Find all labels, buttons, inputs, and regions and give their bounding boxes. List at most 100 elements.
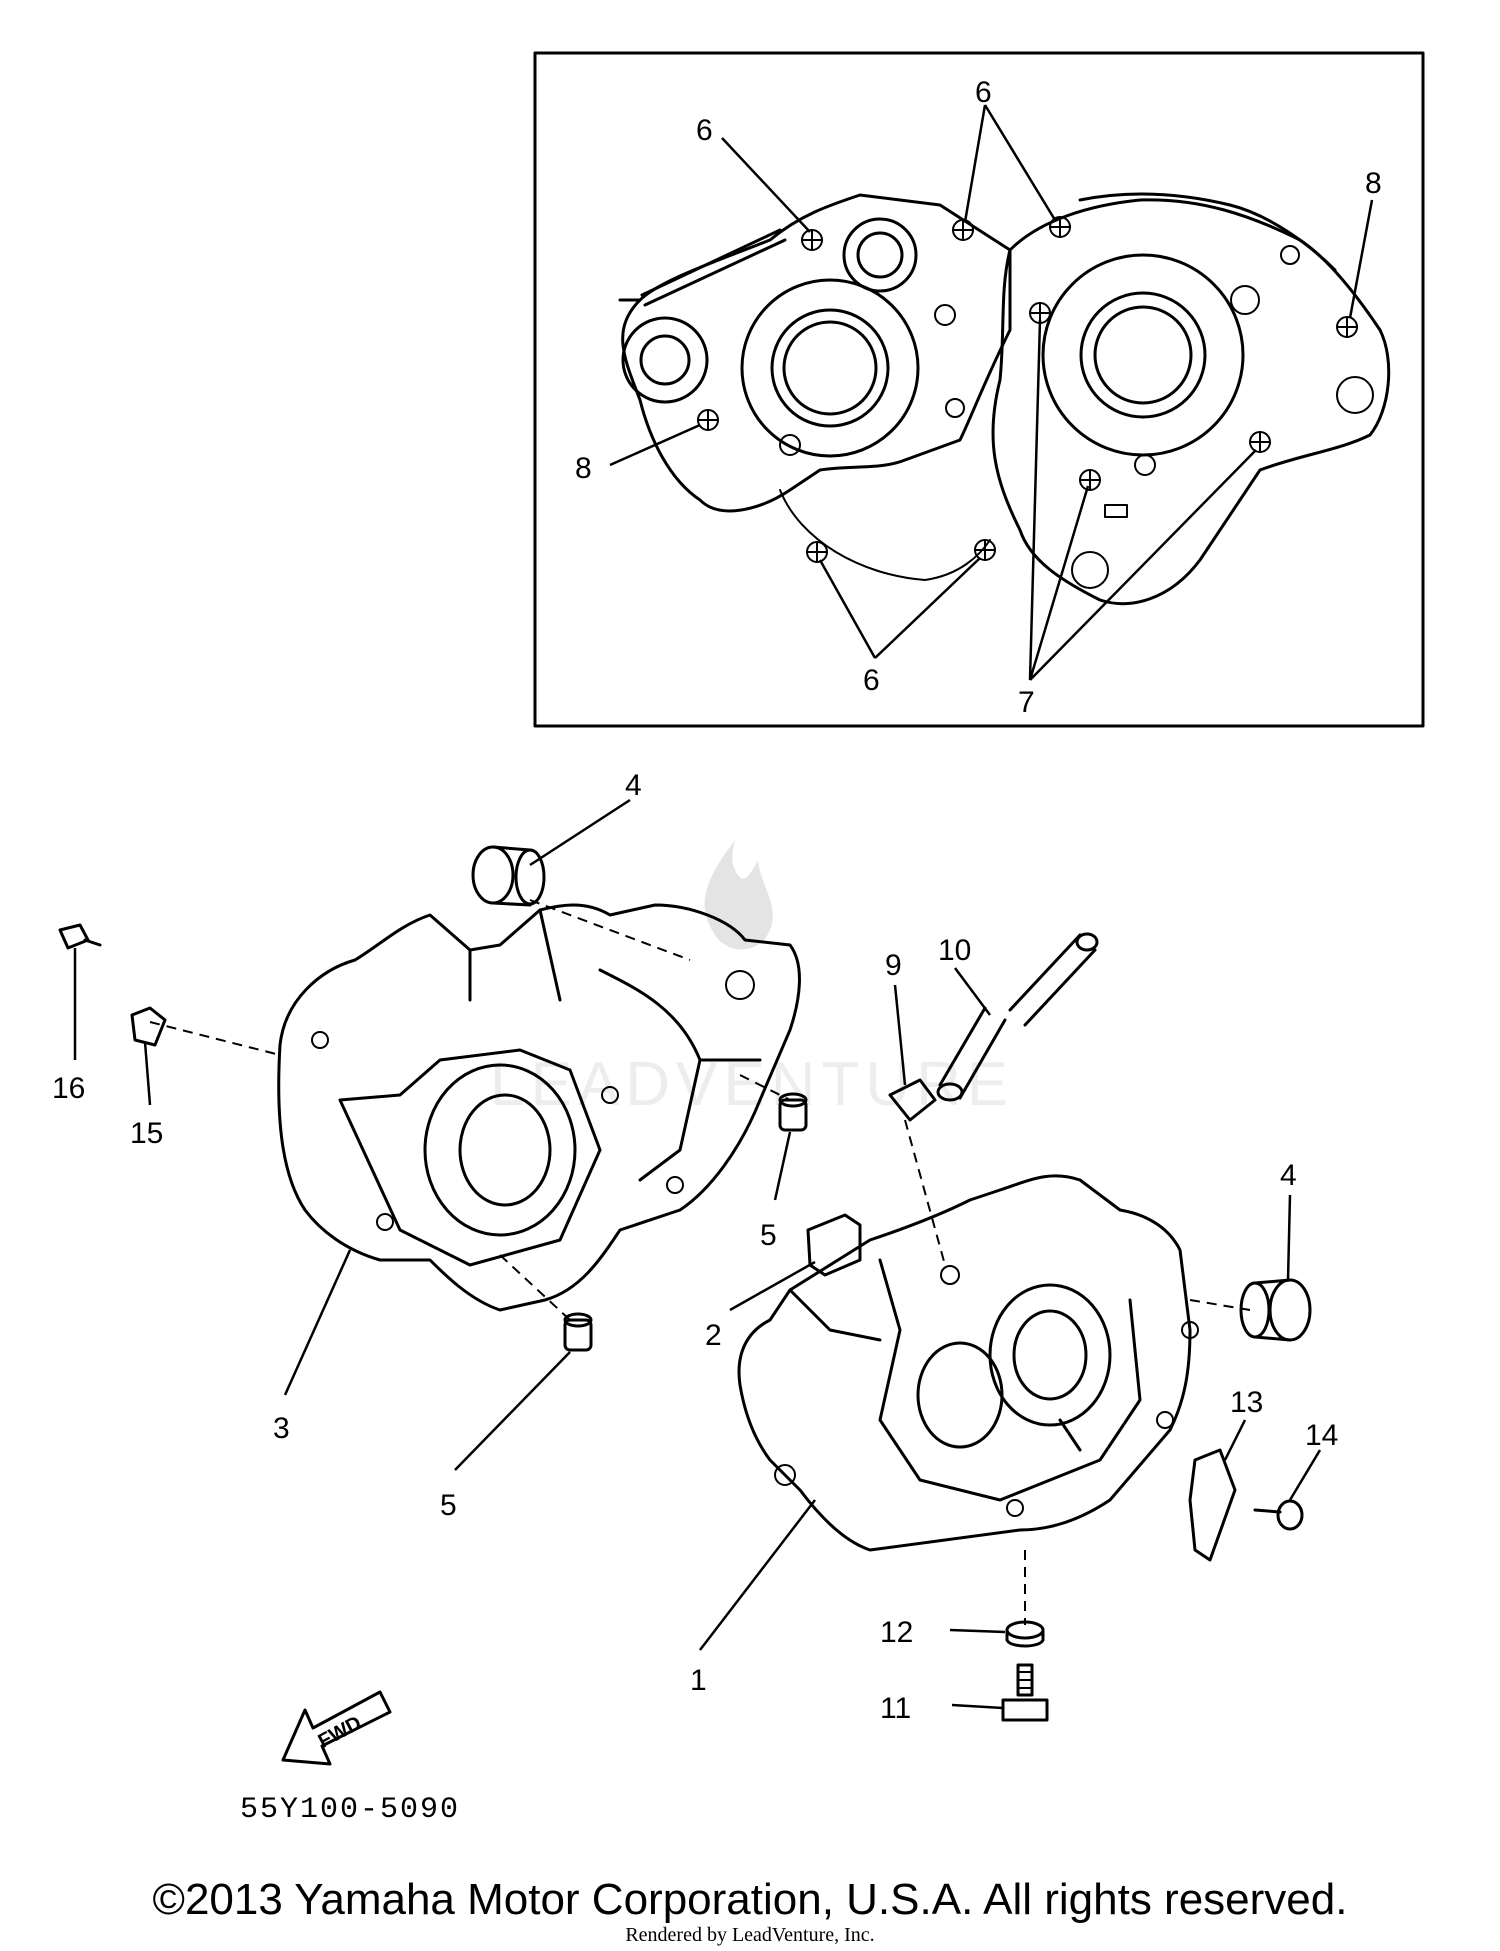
inset-frame	[533, 51, 1425, 728]
callout-part-2: 2	[705, 1319, 722, 1352]
leader-p3	[283, 1249, 352, 1396]
inset-top-boss-inner	[856, 231, 904, 279]
crankcase-right-hole	[1006, 1499, 1024, 1517]
inset-slot	[1104, 504, 1128, 518]
callout-part-4-lower: 4	[1280, 1159, 1297, 1192]
bolt-icon	[1049, 216, 1071, 238]
callout-part-4-upper: 4	[625, 769, 642, 802]
leader-p1	[699, 1499, 816, 1651]
callout-part-5-upper: 5	[760, 1219, 777, 1252]
inset-top-boss-outer	[842, 217, 918, 293]
part-14-screw	[1253, 1499, 1304, 1531]
inset-hole	[1071, 551, 1109, 589]
callout-part-5-lower: 5	[440, 1489, 457, 1522]
leader-p10	[953, 967, 992, 1016]
inset-hole	[1280, 245, 1300, 265]
assembly-line	[499, 1254, 571, 1321]
callout-inset-6a: 6	[696, 114, 713, 147]
part-11-drain-bolt	[1001, 1663, 1049, 1722]
inset-leader-6b	[963, 104, 1057, 223]
inset-hole	[1134, 454, 1156, 476]
crankcase-left-hole	[376, 1213, 394, 1231]
crankcase-left-webbing	[468, 908, 762, 1182]
part-4-right-bushing	[1239, 1278, 1312, 1342]
inset-lower-flange	[779, 489, 991, 581]
inset-hole	[779, 434, 801, 456]
crankcase-left-hole	[601, 1086, 619, 1104]
inset-leader-6c	[818, 557, 981, 659]
callout-inset-6c: 6	[863, 664, 880, 697]
crankcase-left-flange	[338, 1048, 602, 1267]
inset-case-right-rim	[1078, 192, 1337, 272]
inset-case-right	[991, 198, 1391, 606]
copyright-notice: ©2013 Yamaha Motor Corporation, U.S.A. A…	[152, 1875, 1348, 1924]
assembly-line	[739, 1074, 791, 1101]
inset-right-bearing-mid	[1079, 291, 1207, 419]
inset-right-bearing-inner	[1093, 305, 1193, 405]
bolt-icon	[1249, 431, 1271, 453]
callout-part-1: 1	[690, 1664, 707, 1697]
part-12-washer	[1005, 1620, 1045, 1648]
inset-hole	[945, 398, 965, 418]
inset-leader-8b	[609, 423, 701, 467]
leader-p13	[1223, 1419, 1247, 1461]
bolt-icon	[801, 229, 823, 251]
leader-p5a	[773, 1131, 792, 1201]
crankcase-left-part-3	[277, 903, 801, 1312]
assembly-line	[904, 1119, 946, 1266]
crankcase-left-hole	[666, 1176, 684, 1194]
assembly-line	[529, 899, 691, 961]
crankcase-right-outline	[737, 1174, 1192, 1552]
drawing-code: 55Y100-5090	[240, 1793, 461, 1827]
inset-diagram: 6 6 8 8 6 7	[533, 51, 1425, 728]
crankcase-left-bearing-bore	[423, 1063, 577, 1237]
bolt-icon	[1079, 469, 1101, 491]
callout-part-13: 13	[1230, 1386, 1263, 1419]
leader-p14	[1288, 1449, 1322, 1501]
leader-p12	[949, 1628, 1006, 1634]
inset-right-bearing-outer	[1041, 253, 1245, 457]
crankcase-right-bore-main	[988, 1283, 1112, 1427]
bolt-icon	[697, 409, 719, 431]
callout-part-3: 3	[273, 1412, 290, 1445]
callout-inset-8b: 8	[575, 452, 592, 485]
inset-left-bearing-outer	[740, 278, 920, 458]
part-5-dowel-lower	[563, 1312, 593, 1352]
inset-leader-8a	[1348, 199, 1374, 319]
inset-hole	[1230, 285, 1260, 315]
crankcase-right-hole	[774, 1464, 796, 1486]
callout-inset-8a: 8	[1365, 167, 1382, 200]
crankcase-right-webbing	[788, 1258, 1142, 1502]
leader-p15	[143, 1041, 152, 1106]
inset-left-bearing-mid	[770, 308, 890, 428]
crankcase-left-bearing-inner	[458, 1093, 552, 1207]
part-5-dowel-upper	[778, 1092, 808, 1132]
crankcase-right-hole	[940, 1265, 960, 1285]
part-10-hose	[936, 932, 1099, 1102]
part-9-fitting	[888, 1078, 937, 1122]
assembly-line	[149, 1021, 281, 1056]
bolt-icon	[974, 539, 996, 561]
callout-part-10: 10	[938, 934, 971, 967]
inset-bracket	[618, 228, 787, 307]
crankcase-right-part-1	[737, 1174, 1199, 1552]
callout-inset-7: 7	[1018, 686, 1035, 719]
leader-p4b	[1286, 1194, 1292, 1281]
crankcase-left-hole	[311, 1031, 329, 1049]
callout-part-15: 15	[130, 1117, 163, 1150]
callout-part-12: 12	[880, 1616, 913, 1649]
part-2-plate	[806, 1213, 862, 1277]
leader-p2	[729, 1260, 816, 1312]
bolt-icon	[806, 541, 828, 563]
inset-bolt-markers	[697, 216, 1358, 563]
fwd-arrow-icon: FWD	[281, 1690, 392, 1766]
callout-part-9: 9	[885, 949, 902, 982]
inset-case-left	[621, 193, 1012, 513]
crankcase-left-hole	[725, 970, 755, 1000]
part-13-bracket	[1188, 1448, 1237, 1562]
leader-p4a	[529, 798, 631, 867]
crankcase-right-hole	[1181, 1321, 1199, 1339]
part-4-left-bushing	[471, 845, 546, 907]
callout-inset-6b: 6	[975, 76, 992, 109]
